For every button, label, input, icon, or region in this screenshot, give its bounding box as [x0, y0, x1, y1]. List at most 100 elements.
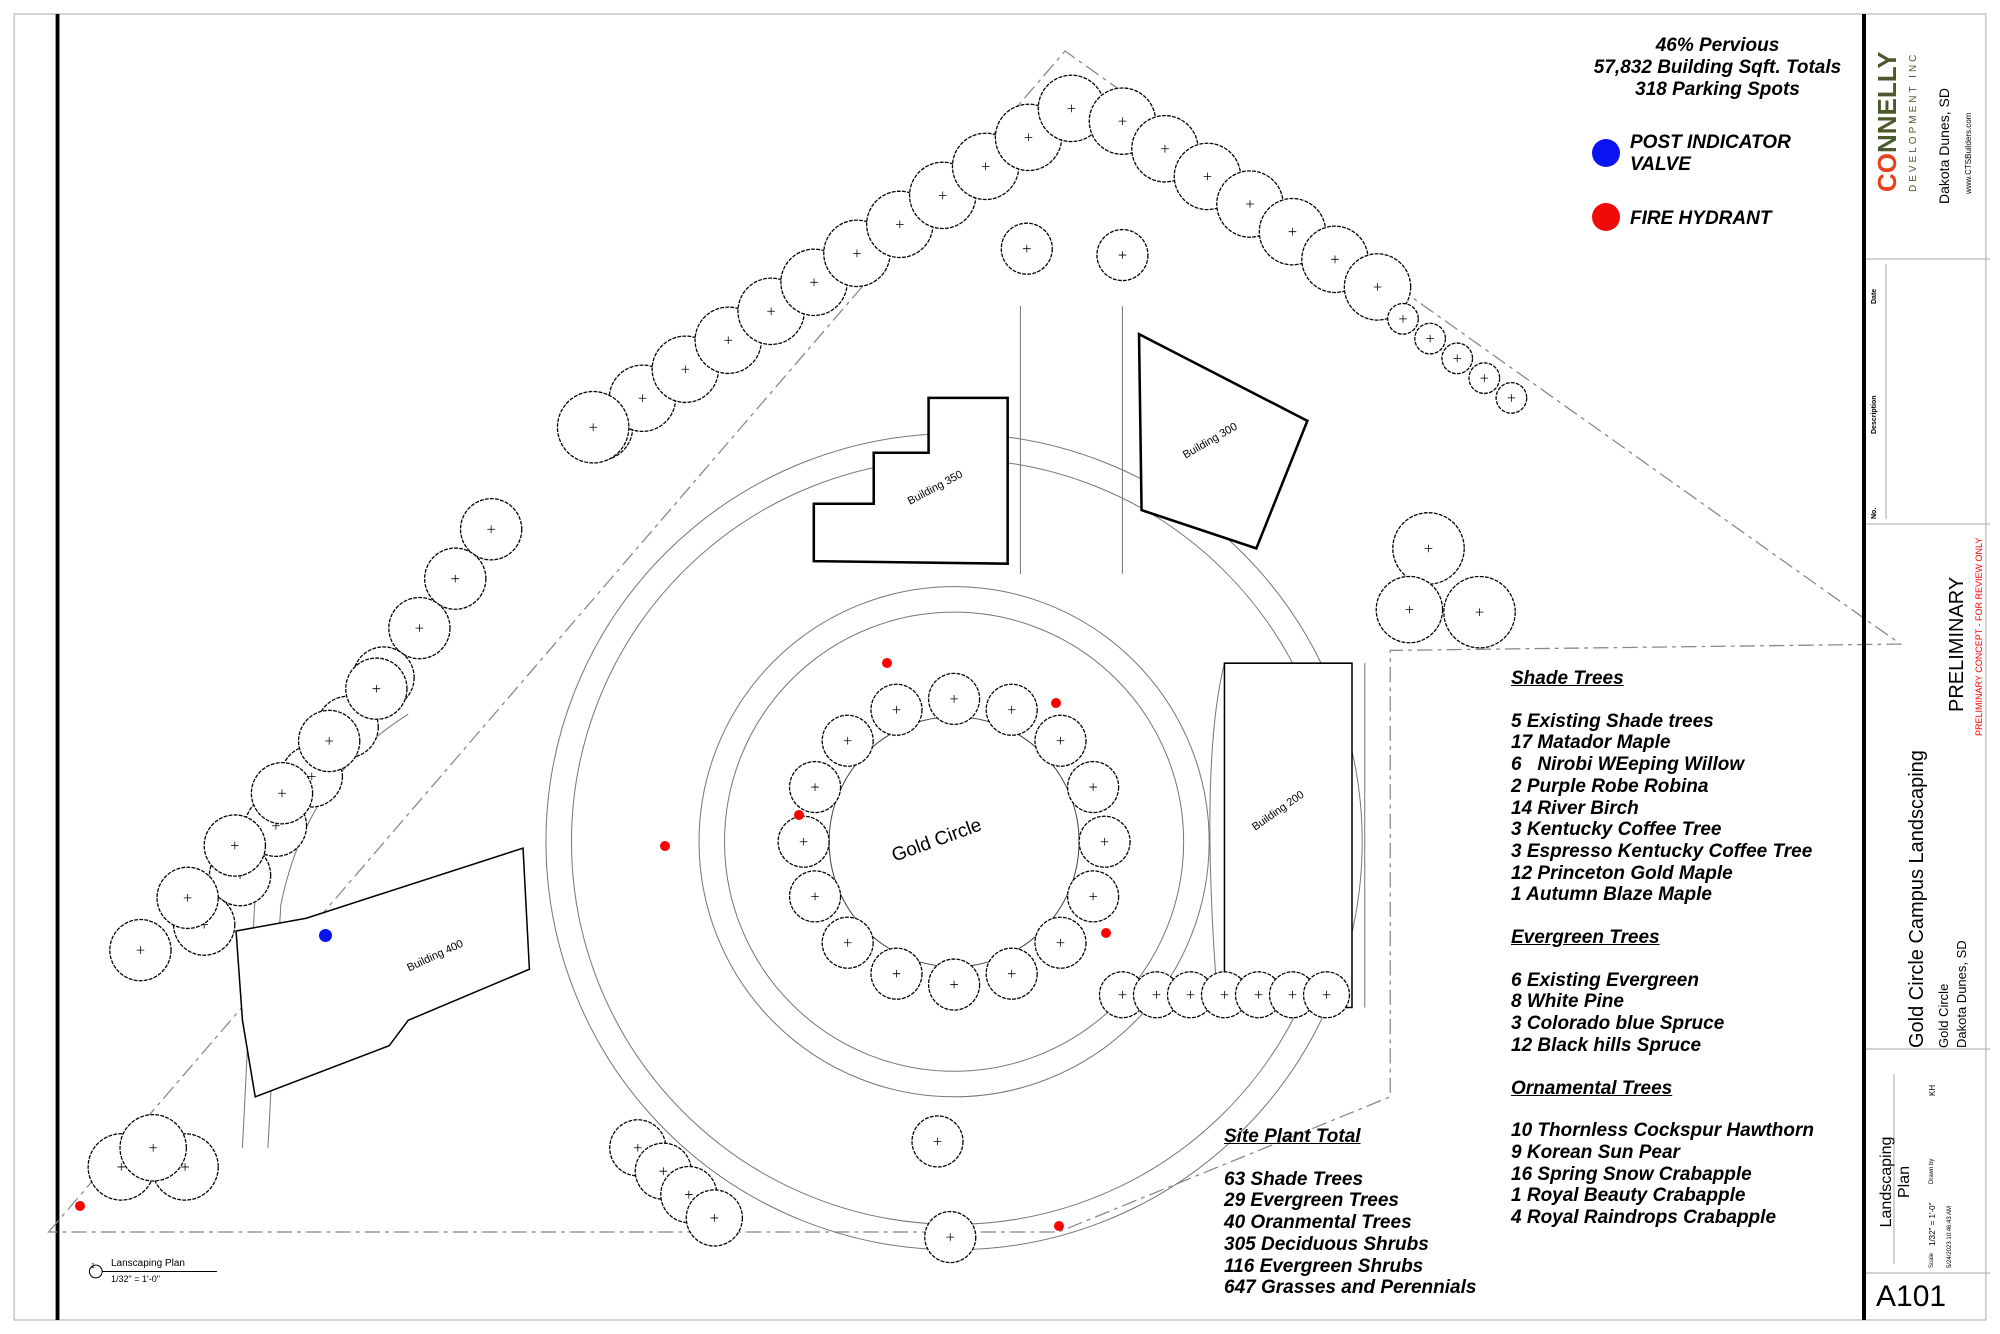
tree-symbol — [1066, 870, 1120, 923]
tree-symbol — [821, 714, 874, 767]
list-item: 3 Espresso Kentucky Coffee Tree — [1511, 840, 1813, 862]
tree-symbol — [685, 1189, 744, 1247]
site-plant-total-heading: Site Plant Total — [1224, 1126, 1361, 1147]
rev-no-header: No. — [1871, 507, 1878, 519]
tree-symbol — [985, 683, 1038, 736]
tree-symbol — [927, 672, 981, 726]
tree-symbol — [109, 918, 172, 982]
drawn-by-label: Drawn by — [1929, 1158, 1935, 1184]
tree-symbol — [870, 683, 923, 736]
list-item: 647 Grasses and Perennials — [1224, 1277, 1477, 1299]
tree-symbol — [788, 870, 842, 923]
building-350-outline — [812, 396, 1009, 565]
tree-symbol — [1375, 575, 1444, 644]
tree-symbol — [459, 498, 523, 561]
list-item: 9 Korean Sun Pear — [1511, 1141, 1680, 1163]
tree-symbol — [1343, 253, 1412, 321]
list-item: 16 Spring Snow Crabapple — [1511, 1163, 1752, 1185]
site-plant-total-list: Site Plant Total 63 Shade Trees 29 Everg… — [1224, 1126, 1476, 1299]
tree-symbol — [119, 1114, 187, 1182]
fire-hydrant-marker — [1054, 1221, 1064, 1231]
list-item: 2 Purple Robe Robina — [1511, 775, 1709, 797]
tree-symbol — [788, 760, 842, 814]
list-item: 29 Evergreen Trees — [1224, 1190, 1399, 1212]
scale-label: Scale — [1929, 1252, 1935, 1268]
tree-symbol — [1034, 916, 1087, 969]
parking-text: 318 Parking Spots — [1635, 79, 1800, 100]
shade-trees-list: Shade Trees 5 Existing Shade trees 17 Ma… — [1511, 668, 1814, 1229]
building-sqft-text: 57,832 Building Sqft. Totals — [1593, 57, 1842, 78]
list-item: 6 Nirobi WEeping Willow — [1511, 754, 1745, 776]
list-item: 17 Matador Maple — [1511, 732, 1671, 754]
tree-symbol — [424, 547, 487, 610]
buildings — [235, 332, 1353, 1098]
rev-date-header: Date — [1871, 288, 1878, 304]
fire-hydrant-marker — [75, 1201, 85, 1211]
logo-co: CO — [1872, 153, 1902, 192]
tree-symbol — [1443, 575, 1516, 649]
tree-symbol — [924, 1210, 977, 1264]
list-item: 3 Kentucky Coffee Tree — [1511, 819, 1722, 841]
drawn-by-value: KH — [1928, 1084, 1937, 1096]
property-boundary — [47, 50, 1903, 1233]
list-item: 4 Royal Raindrops Crabapple — [1511, 1207, 1777, 1229]
view-tag-title: Lanscaping Plan — [111, 1258, 185, 1269]
tree-symbol — [911, 1115, 964, 1168]
logo-nnelly: NNELLY — [1872, 51, 1902, 153]
tree-symbol — [1268, 971, 1317, 1019]
post-indicator-label-2: VALVE — [1630, 154, 1691, 175]
tree-symbol — [1468, 362, 1501, 395]
tree-symbol — [1392, 512, 1465, 585]
building-400-outline — [235, 847, 531, 1098]
scale-value: 1/32" = 1'-0" — [1928, 1202, 1937, 1246]
project-site: Gold Circle — [1936, 983, 1951, 1048]
company-subtitle: DEVELOPMENT INC — [1908, 51, 1919, 192]
tree-symbol — [1078, 815, 1131, 868]
post-indicator-label: POST INDICATOR — [1630, 132, 1791, 153]
project-city: Dakota Dunes, SD — [1954, 940, 1969, 1048]
company-city: Dakota Dunes, SD — [1936, 88, 1952, 204]
view-tag-number: 1 — [91, 1263, 95, 1270]
fire-hydrant-marker — [1101, 928, 1111, 938]
tree-symbol — [1302, 971, 1351, 1019]
fire-hydrant-marker — [660, 841, 670, 851]
company-website: www.CTSBuilders.com — [1964, 112, 1973, 194]
fire-hydrant-marker — [1051, 698, 1061, 708]
list-item: 14 River Birch — [1511, 797, 1639, 819]
fire-hydrant-legend-icon — [1592, 203, 1620, 231]
title-block: CONNELLY DEVELOPMENT INC Dakota Dunes, S… — [1862, 14, 1990, 1320]
ornamental-trees-heading: Ornamental Trees — [1511, 1077, 1673, 1099]
sheet-number: A101 — [1876, 1280, 1947, 1313]
list-item: 5 Existing Shade trees — [1511, 710, 1714, 732]
list-item: 8 White Pine — [1511, 991, 1624, 1013]
list-item: 116 Evergreen Shrubs — [1224, 1255, 1424, 1277]
list-item: 12 Princeton Gold Maple — [1511, 862, 1733, 884]
post-indicator-valve-marker — [319, 929, 332, 942]
list-item: 1 Autumn Blaze Maple — [1511, 884, 1712, 906]
tree-symbol — [297, 709, 361, 773]
tree-symbol — [203, 814, 267, 877]
tree-symbol — [870, 947, 923, 1000]
status-note: PRELIMINARY CONCEPT - FOR REVIEW ONLY — [1974, 537, 1984, 736]
tree-symbol — [1034, 714, 1087, 767]
tree-symbol — [1441, 342, 1474, 375]
building-300-outline — [1137, 332, 1309, 550]
tree-symbol — [388, 596, 451, 660]
fire-hydrant-marker — [794, 810, 804, 820]
list-item: 12 Black hills Spruce — [1511, 1034, 1702, 1056]
tree-symbol — [1387, 302, 1419, 335]
timestamp: 5/24/2023 10:46:43 AM — [1947, 1205, 1953, 1268]
tree-symbol — [250, 762, 314, 825]
tree-symbol — [1495, 381, 1528, 414]
fire-hydrant-marker — [882, 658, 892, 668]
list-item: 6 Existing Evergreen — [1511, 969, 1699, 991]
tree-symbol — [1000, 222, 1053, 275]
view-tag-circle — [88, 1264, 103, 1279]
tree-symbol — [1414, 322, 1447, 355]
pervious-text: 46% Pervious — [1655, 35, 1780, 56]
fire-hydrant-label: FIRE HYDRANT — [1630, 208, 1772, 229]
list-item: 305 Deciduous Shrubs — [1224, 1233, 1429, 1255]
tree-symbol — [985, 947, 1038, 1000]
